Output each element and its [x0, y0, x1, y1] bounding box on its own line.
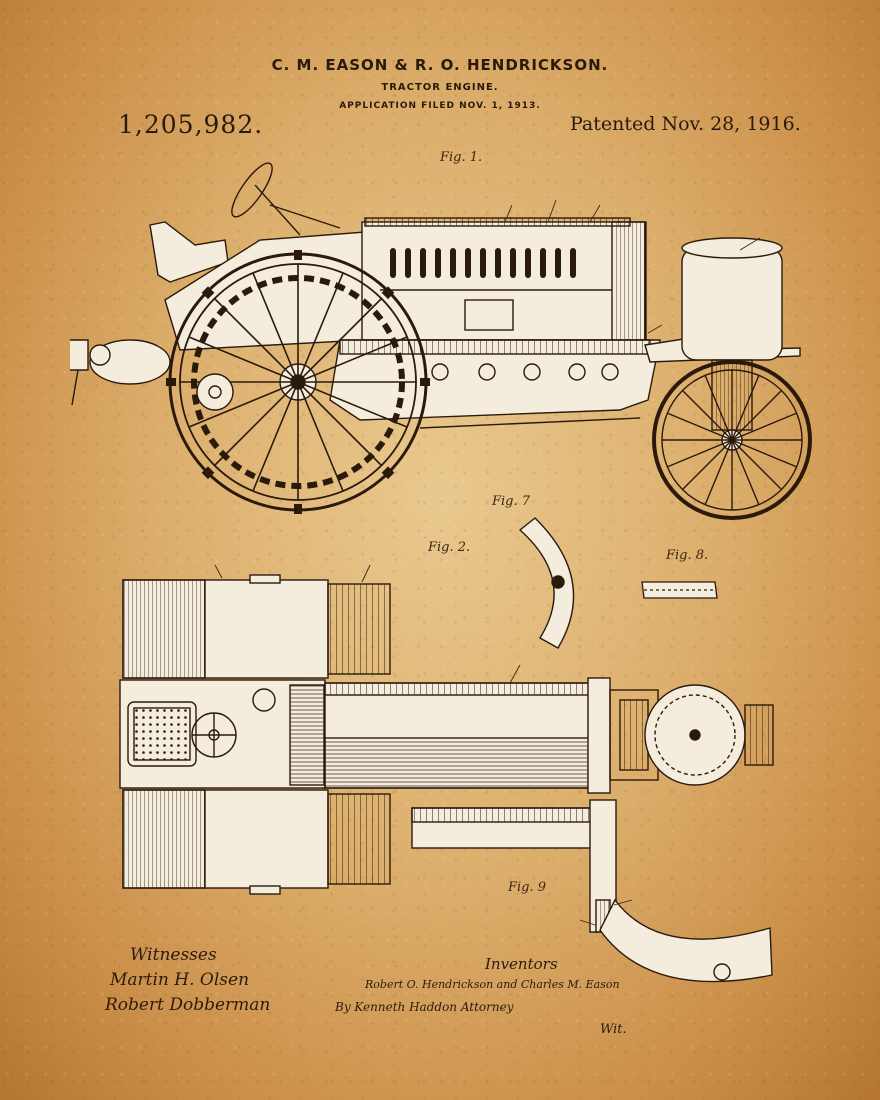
fig7-label: Fig. 7 [492, 494, 531, 509]
witness-signature-1: Martin H. Olsen [110, 970, 250, 990]
application-filed-date: APPLICATION FILED NOV. 1, 1913. [339, 101, 541, 111]
invention-title: TRACTOR ENGINE. [381, 82, 499, 93]
fig1-label: Fig. 1. [440, 150, 483, 165]
patented-date: Patented Nov. 28, 1916. [570, 113, 801, 135]
fig2-label: Fig. 2. [428, 540, 471, 555]
fig8-strip [641, 581, 718, 599]
inventors-label: Inventors [485, 955, 558, 973]
sheet-mark: Wit. [600, 1022, 627, 1037]
witness-signature-2: Robert Dobberman [105, 995, 271, 1015]
fig9-label: Fig. 9 [508, 880, 547, 895]
patent-number: 1,205,982. [118, 110, 264, 139]
witnesses-label: Witnesses [130, 945, 217, 965]
fig2-tractor-top-view [119, 574, 774, 895]
inventor-signatures: Robert O. Hendrickson and Charles M. Eas… [365, 978, 620, 991]
fig9-hitch-detail [411, 799, 773, 983]
fig7-arc-segment [518, 517, 575, 649]
fig1-tractor-side-view [70, 162, 812, 520]
attorney-signature: By Kenneth Haddon Attorney [335, 1000, 514, 1014]
reference-numeral-marks [214, 199, 761, 926]
inventors-line: C. M. EASON & R. O. HENDRICKSON. [271, 56, 609, 74]
fig8-label: Fig. 8. [666, 548, 709, 563]
